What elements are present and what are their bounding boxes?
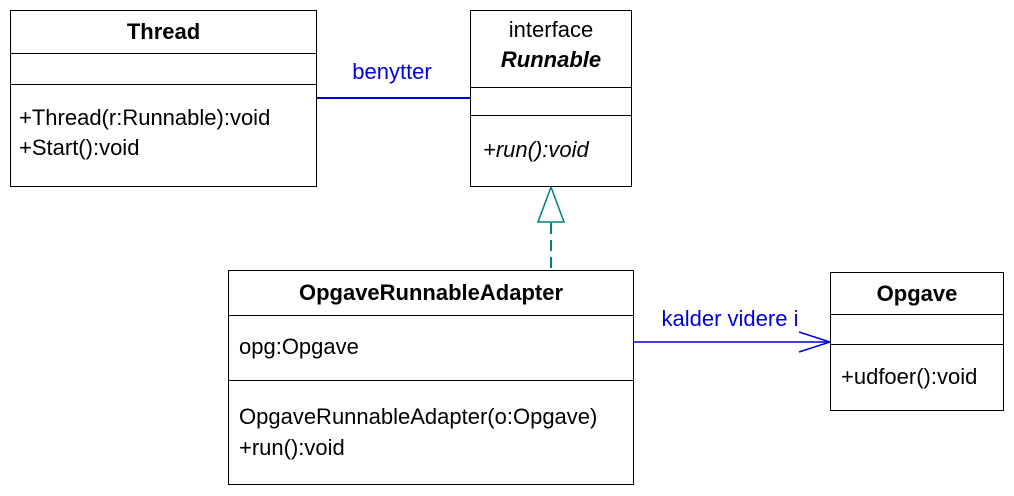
class-title: Thread xyxy=(11,11,316,54)
class-attributes-empty xyxy=(831,315,1003,345)
class-box-runnable: interface Runnable +run():void xyxy=(470,10,632,187)
method-line: +udfoer():void xyxy=(841,364,978,389)
edge-label-benytter: benytter xyxy=(352,59,432,84)
class-title: Opgave xyxy=(831,273,1003,315)
method-line: +Start():void xyxy=(19,135,140,160)
method-line: OpgaveRunnableAdapter(o:Opgave) xyxy=(239,404,598,429)
realization-triangle-icon xyxy=(536,184,566,223)
class-attributes: opg:Opgave xyxy=(229,316,633,381)
class-methods: +run():void xyxy=(471,116,631,165)
class-attributes-empty xyxy=(11,54,316,85)
class-title: interface Runnable xyxy=(471,11,631,88)
class-methods: OpgaveRunnableAdapter(o:Opgave) +run():v… xyxy=(229,381,633,463)
class-box-adapter: OpgaveRunnableAdapter opg:Opgave OpgaveR… xyxy=(228,270,634,485)
class-box-opgave: Opgave +udfoer():void xyxy=(830,272,1004,411)
class-attributes-empty xyxy=(471,88,631,116)
class-box-thread: Thread +Thread(r:Runnable):void +Start()… xyxy=(10,10,317,187)
class-title: OpgaveRunnableAdapter xyxy=(229,271,633,316)
interface-name: Runnable xyxy=(500,47,602,72)
attribute-line: opg:Opgave xyxy=(239,334,359,359)
method-line: +run():void xyxy=(483,137,589,162)
open-arrowhead-icon xyxy=(798,331,833,353)
interface-stereotype: interface xyxy=(508,17,594,42)
class-methods: +udfoer():void xyxy=(831,345,1003,392)
class-methods: +Thread(r:Runnable):void +Start():void xyxy=(11,85,316,163)
method-line: +run():void xyxy=(239,435,345,460)
edge-label-kalder-videre-i: kalder videre i xyxy=(661,306,799,331)
method-line: +Thread(r:Runnable):void xyxy=(19,105,271,130)
